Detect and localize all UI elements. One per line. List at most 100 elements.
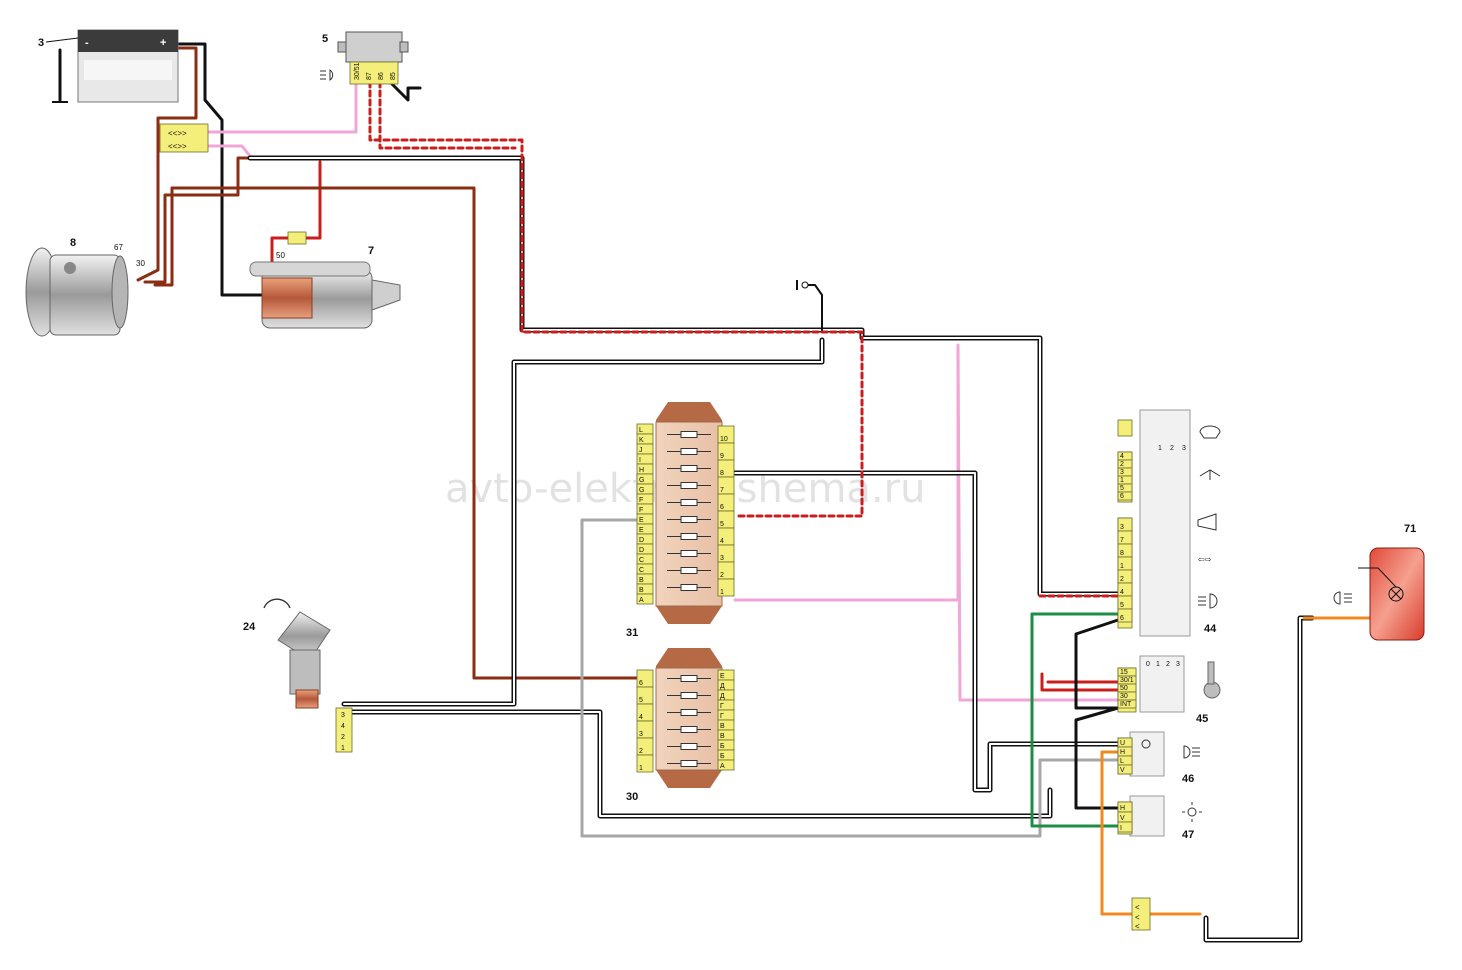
turn-signal-icon: ⇦⇨ <box>1198 555 1212 564</box>
sw44-wiper-pin-cell <box>1117 491 1133 501</box>
rear-fog-lamp: 71 <box>1333 523 1425 641</box>
fb30-left-pin-label: 6 <box>639 680 643 687</box>
ignition-position-label: 2 <box>1166 661 1170 668</box>
starter-term-50: 50 <box>276 251 285 260</box>
wire-pink-right <box>733 343 1120 702</box>
sw44-light-pin-label: 5 <box>1120 602 1124 609</box>
fb31-right-pin-label: 7 <box>720 487 724 494</box>
orange-wire-connector: < < < <box>1131 897 1151 931</box>
fb31-right-pin-label: 10 <box>720 436 728 443</box>
sw46-pin-label: V <box>1120 767 1125 774</box>
sw44-light-pin-label: 7 <box>1120 537 1124 544</box>
fb30-right-pin-label: Д <box>720 683 725 690</box>
column-switch-number: 44 <box>1204 623 1217 635</box>
headlight-icon <box>1198 593 1218 609</box>
sw46-pin-label: H <box>1120 749 1125 756</box>
fb30-right-pin-label: В <box>720 723 725 730</box>
sw45-pin-label: 30 <box>1120 693 1128 700</box>
wire-harness-mid <box>732 470 1121 793</box>
svg-text:<: < <box>1135 903 1140 912</box>
sw44-wiper-pin-label: 5 <box>1120 485 1124 492</box>
fb31-left-pin-label: H <box>639 467 644 474</box>
starter-number: 7 <box>368 245 374 257</box>
fb30-left-pin-label: 2 <box>639 748 643 755</box>
wire-pink-relay <box>205 78 358 134</box>
sw44-wiper-pin-label: 6 <box>1120 493 1124 500</box>
fb31-left-pin-label: L <box>639 427 643 434</box>
sw44-light-pin-label: 2 <box>1120 576 1124 583</box>
fb31-right-pin-cell <box>717 578 735 597</box>
battery-minus-label: - <box>85 37 89 49</box>
sw47-pin-label: I <box>1120 825 1122 832</box>
sw46-pin-label: U <box>1120 740 1125 747</box>
fb30-right-pin-label: Б <box>720 753 725 760</box>
wire-harness-mid-inner <box>734 472 1119 791</box>
fuse <box>680 482 698 489</box>
wire-harness-lamp <box>1203 615 1315 943</box>
wire-harness-bottom-inner <box>343 711 1051 817</box>
fb31-left-pin-label: K <box>639 437 644 444</box>
key-icon <box>1203 661 1221 699</box>
wiper-pin-4: 4 <box>341 723 345 730</box>
fuse <box>680 499 698 506</box>
sw47-pin-label: H <box>1120 805 1125 812</box>
wiper-position-label: 2 <box>1170 445 1174 452</box>
fuse <box>680 726 698 733</box>
fuse <box>680 675 698 682</box>
fb30-left-pin-label: 5 <box>639 697 643 704</box>
relay-pin-86: 86 <box>378 72 385 80</box>
generator-term-30: 30 <box>136 259 145 268</box>
wire-red-dashed-1 <box>368 80 864 518</box>
starter: 7 50 <box>249 231 401 329</box>
sw46-pin-label: L <box>1120 758 1124 765</box>
fb31-left-pin-label: B <box>639 577 644 584</box>
fuse <box>680 709 698 716</box>
fb31-right-pin-label: 3 <box>720 555 724 562</box>
sw44-light-pin-label: 8 <box>1120 550 1124 557</box>
sw44-light-pin-label: 6 <box>1120 615 1124 622</box>
sw47-pin-label: V <box>1120 815 1125 822</box>
fuse <box>680 448 698 455</box>
fb30-left-pin-label: 1 <box>639 765 643 772</box>
sw44-wiper-pin-label: 1 <box>1120 477 1124 484</box>
sw45-pin-label: INT <box>1120 701 1132 708</box>
ignition-switch-number: 45 <box>1196 713 1208 725</box>
fuse <box>680 760 698 767</box>
fb31-left-pin-cell <box>636 593 654 605</box>
relay-pin-87: 87 <box>366 72 373 80</box>
sw44-light-pin-label: 4 <box>1120 589 1124 596</box>
fb31-left-pin-label: C <box>639 557 644 564</box>
fb31-right-pin-label: 5 <box>720 521 724 528</box>
ignition-position-label: 3 <box>1176 661 1180 668</box>
wire-red-ignition <box>1040 672 1120 692</box>
wire-orange <box>1100 750 1202 916</box>
svg-text:<<>>: <<>> <box>168 129 187 138</box>
fb30-right-pin-label: Е <box>720 673 725 680</box>
fog-lamp-icon <box>1183 745 1200 759</box>
wiper-icon <box>1199 425 1221 439</box>
ignition-position-label: 0 <box>1146 661 1150 668</box>
relay-pin-85: 85 <box>390 72 397 80</box>
fuse <box>680 516 698 523</box>
wire-red-starter <box>303 160 322 240</box>
fb30-left-pin-cell <box>636 754 654 773</box>
relay-number: 5 <box>322 33 328 45</box>
wire-brown-battery <box>136 46 198 282</box>
sw45-pin-cell <box>1117 699 1137 709</box>
fuse <box>680 431 698 438</box>
fb31-left-pin-label: I <box>639 457 641 464</box>
rear-fog-icon <box>1333 591 1352 605</box>
fb30-right-pin-label: Б <box>720 743 725 750</box>
fb31-left-pin-label: F <box>639 507 643 514</box>
fb30-right-pin-label: Г <box>720 703 724 710</box>
fb31-left-pin-label: J <box>639 447 643 454</box>
ignition-position-label: 1 <box>1156 661 1160 668</box>
sw44-light-pin-label: 3 <box>1120 524 1124 531</box>
wire-pink-fuse <box>205 144 252 158</box>
headlight-icon <box>320 69 334 81</box>
fuse <box>680 533 698 540</box>
fb30-right-pin-label: В <box>720 733 725 740</box>
